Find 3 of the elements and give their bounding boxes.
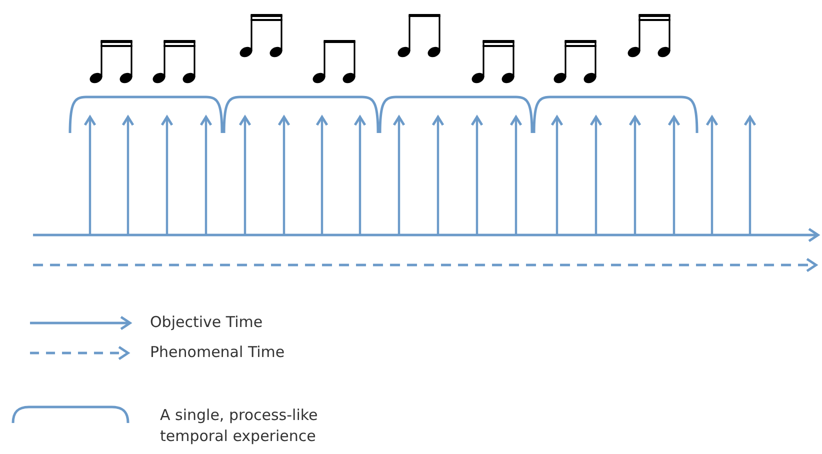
legend-label: Phenomenal Time xyxy=(150,342,285,363)
legend-label: Objective Time xyxy=(150,312,263,333)
legend-label: A single, process-like temporal experience xyxy=(160,405,319,447)
